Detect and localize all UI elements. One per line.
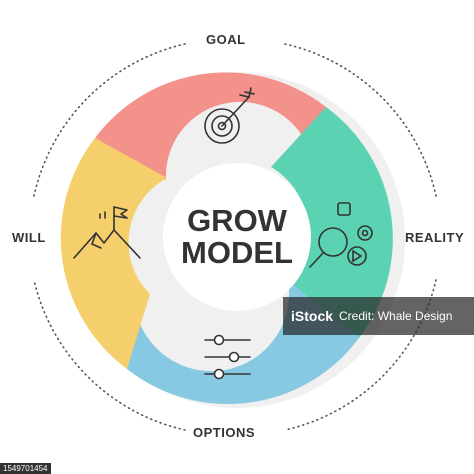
reality-segment (271, 107, 393, 338)
stage-label-reality: REALITY (405, 230, 465, 245)
watermark-banner: iStock Credit: Whale Design (283, 297, 474, 335)
will-segment (60, 138, 167, 369)
target-with-arrow-icon (204, 87, 255, 144)
image-id-tag: 1549701454 (0, 463, 51, 474)
watermark-logo: iStock (291, 308, 334, 324)
center-circle (163, 163, 311, 311)
magnifier-with-shapes-icon (309, 202, 373, 268)
center-title-line2: MODEL (181, 235, 293, 270)
stage-label-goal: GOAL (206, 32, 246, 47)
sliders-icon (204, 334, 251, 380)
goal-segment (95, 72, 326, 180)
center-title-line1: GROW (187, 203, 287, 238)
watermark-credit: Credit: Whale Design (339, 309, 453, 323)
mountain-flag-icon (73, 206, 141, 259)
stage-label-options: OPTIONS (193, 425, 256, 440)
stage-label-will: WILL (12, 230, 46, 245)
